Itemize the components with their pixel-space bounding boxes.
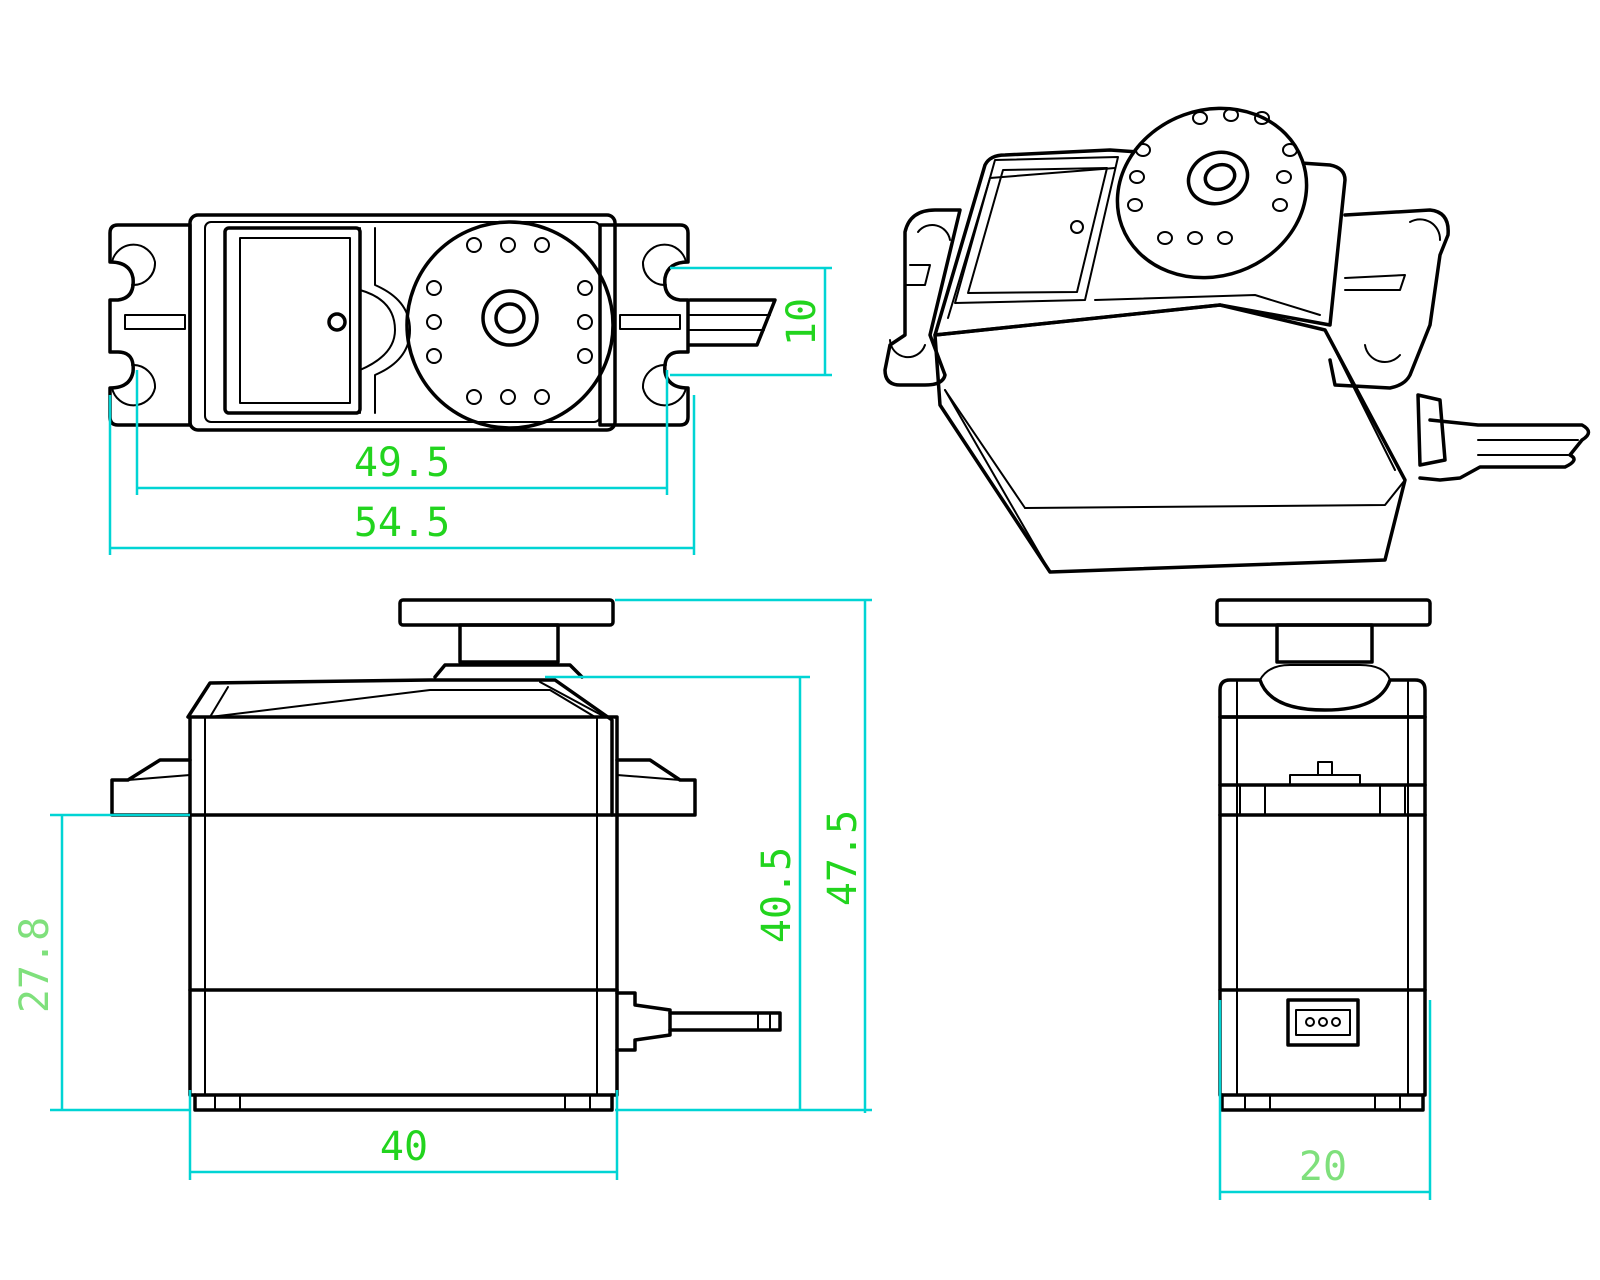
dim-label-20: 20 (1299, 1144, 1347, 1190)
top-view-label-panel (223, 226, 362, 415)
dim-label-40: 40 (380, 1124, 428, 1170)
isometric-view (883, 106, 1591, 574)
iso-mount-tab-right (1328, 208, 1450, 390)
side-view-horn-hub (1275, 623, 1374, 664)
front-view-mount-tab-left (110, 758, 192, 817)
side-view-connector (1286, 998, 1360, 1047)
front-view-cable-exit (615, 991, 672, 1052)
iso-body (933, 303, 1407, 574)
iso-mount-tab-left (883, 208, 962, 387)
front-view-horn-disc (398, 598, 615, 627)
top-view-spline-inner (494, 302, 526, 334)
dim-label-10: 10 (779, 298, 825, 346)
top-view-wire (688, 298, 777, 347)
top-view-body (188, 213, 617, 432)
side-view-connector-pins (1305, 1017, 1341, 1027)
dim-label-54-5: 54.5 (354, 500, 450, 546)
top-view: 49.5 54.5 10 (108, 213, 832, 555)
iso-horn-holes (1127, 108, 1298, 245)
front-view-dimensions (50, 598, 872, 1180)
side-view-dimensions (1218, 1000, 1432, 1200)
side-view-horn-disc (1215, 598, 1432, 627)
top-view-output-horn (405, 220, 615, 430)
front-view-horn-hub (458, 623, 560, 664)
top-view-mount-tabs (108, 223, 192, 427)
dim-label-49-5: 49.5 (354, 440, 450, 486)
side-view: 20 (1215, 598, 1432, 1200)
iso-output-horn (1115, 106, 1309, 280)
top-view-spline-outer (481, 289, 539, 347)
side-view-body (1218, 715, 1427, 1097)
front-view-mount-tab-right (615, 758, 697, 817)
top-view-dimensions (108, 266, 832, 555)
top-view-horn-holes (426, 237, 593, 405)
front-view-body (188, 715, 619, 1097)
side-view-feet (1220, 1093, 1425, 1112)
iso-top-cap (933, 148, 1347, 337)
dim-label-27-8: 27.8 (12, 917, 58, 1013)
top-view-screw-hole (327, 312, 347, 332)
front-view-wire (668, 1011, 782, 1032)
front-view-top-cap (186, 678, 614, 817)
iso-wire (1418, 418, 1591, 482)
iso-label-panel (954, 156, 1119, 304)
dim-label-40-5: 40.5 (754, 847, 800, 943)
front-view-feet (193, 1093, 614, 1112)
front-view: 47.5 40.5 27.8 40 (12, 598, 872, 1180)
side-view-top-cap (1218, 678, 1427, 719)
dim-label-47-5: 47.5 (820, 810, 866, 906)
